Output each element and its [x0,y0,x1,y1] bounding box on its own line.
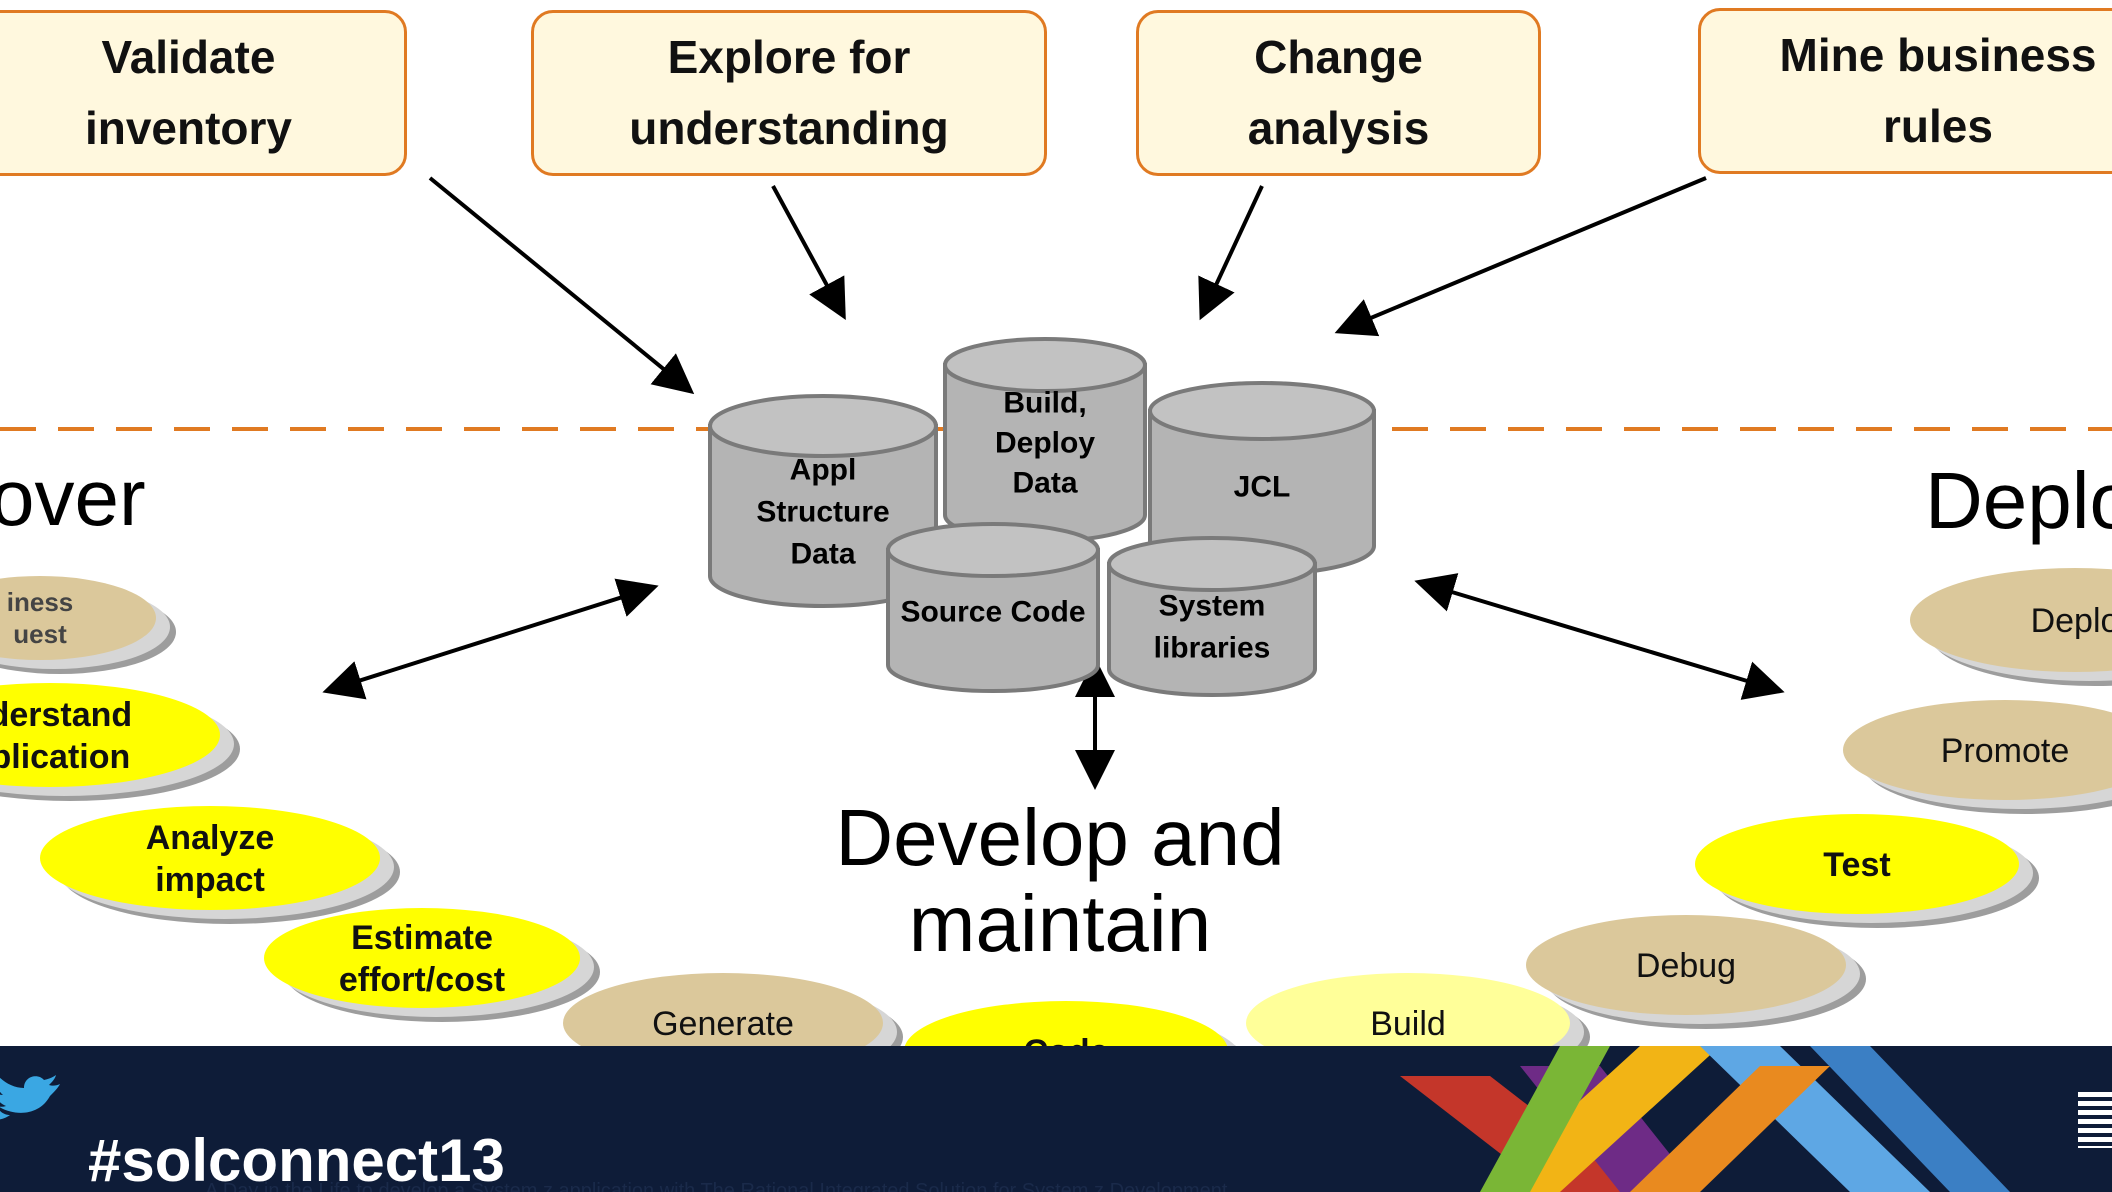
box-validate-inventory: Validate inventory [0,10,407,176]
step-label-deploy: Deplo [2031,602,2112,640]
step-promote: Promote [1843,700,2112,814]
cylinder-jcl: JCL [1148,381,1376,576]
step-label-debug: Debug [1636,947,1736,985]
stage-title-develop-maintain: Develop and maintain [835,793,1285,968]
arrows-group [322,176,1785,790]
step-understand-application: nderstandpplication [0,683,240,801]
cylinder-label-jcl: JCL [1234,471,1291,504]
step-label-test: Test [1823,846,1890,884]
twitter-bird-icon [0,1075,60,1120]
cylinder-source-code: Source Code [886,522,1100,693]
ibm-logo [2078,1092,2112,1148]
step-label-promote: Promote [1941,732,2070,770]
arrow-explore-to-repo [771,185,846,321]
footer-banner: #solconnect13 A Day in the Life to devel… [0,1046,2112,1192]
footer-caption: A Day in the Life to develop a System z … [205,1180,1228,1192]
arrow-validate-to-repo [428,176,695,395]
hashtag-text: #solconnect13 [88,1127,505,1192]
arrow-mine-to-repo [1334,176,1707,337]
step-label-understand-application: nderstandpplication [0,696,132,776]
stage-title-deploy: Deplo [1925,456,2112,545]
arrow-discover-repo [322,578,659,700]
arrow-deploy-repo [1414,573,1785,700]
step-deploy: Deplo [1910,568,2112,686]
box-mine-business-rules: Mine business rules [1698,8,2112,174]
stripes-graphic [1400,1046,2010,1192]
step-label-generate: Generate [652,1005,794,1043]
cylinder-label-source-code: Source Code [900,596,1085,629]
step-debug: Debug [1526,915,1866,1029]
stage-title-discover: over [0,453,146,542]
arrow-change-to-repo [1198,185,1264,321]
step-test: Test [1695,814,2039,928]
step-label-build: Build [1370,1005,1446,1043]
box-change-analysis: Change analysis [1136,10,1541,176]
box-explore-for-understanding: Explore for understanding [531,10,1047,176]
